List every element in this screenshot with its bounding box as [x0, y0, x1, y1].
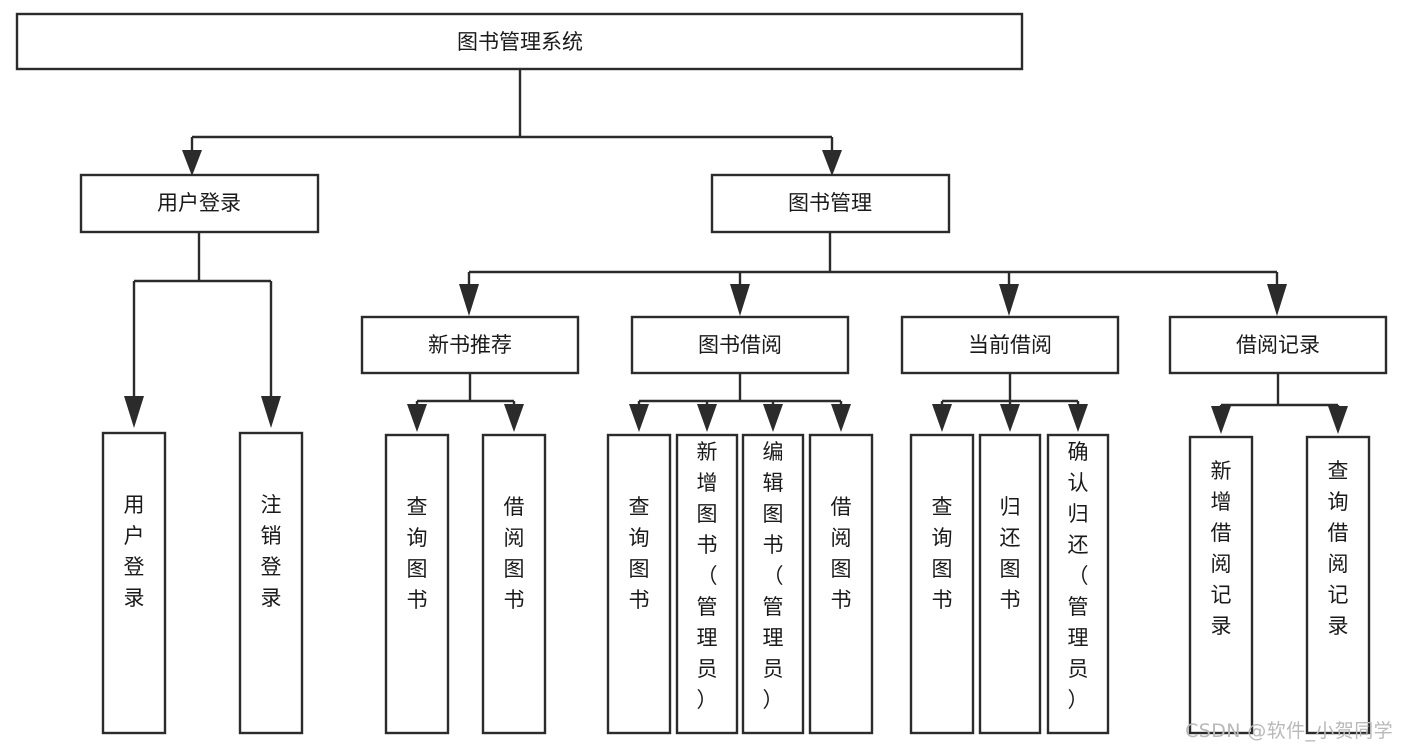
arrow-userlogin-leaf-1 [124, 396, 144, 428]
node-book-manage-label: 图书管理 [788, 191, 872, 215]
arrow-bookborrow-leaf-2 [697, 404, 717, 432]
node-leaf-borrow-book-1-box[interactable] [481, 433, 547, 735]
node-leaf-add-book[interactable]: 新增图书（管理员） [675, 433, 739, 735]
arrow-currentborrow-leaf-1 [932, 404, 952, 432]
arrow-borrowrecord-leaf-2 [1328, 406, 1348, 434]
node-leaf-confirm-return-box[interactable] [1046, 433, 1110, 735]
node-leaf-query-book-1-label: 查询图书 [407, 495, 428, 612]
node-root[interactable]: 图书管理系统 [15, 12, 1024, 71]
node-leaf-add-book-label: 新增图书（管理员） [697, 440, 718, 712]
node-leaf-edit-book[interactable]: 编辑图书（管理员） [741, 433, 805, 735]
arrow-root-to-book-manage [822, 150, 842, 176]
arrow-bookborrow-leaf-1 [629, 404, 649, 432]
node-current-borrow-box[interactable] [900, 315, 1120, 375]
node-user-login[interactable]: 用户登录 [79, 173, 320, 234]
arrow-currentborrow-leaf-2 [1000, 404, 1020, 432]
arrow-bookborrow-leaf-3 [763, 404, 783, 432]
node-new-book-recommend-label: 新书推荐 [428, 333, 512, 357]
node-leaf-add-book-box[interactable] [675, 433, 739, 735]
connector-layer [124, 69, 1348, 434]
arrow-root-to-user-login [182, 150, 202, 176]
node-leaf-borrow-book-2[interactable]: 借阅图书 [808, 433, 874, 735]
arrow-newbook-leaf-2 [504, 404, 524, 432]
node-leaf-add-record-box[interactable] [1188, 435, 1254, 735]
node-leaf-return-book-label: 归还图书 [1000, 495, 1021, 612]
node-root-label: 图书管理系统 [457, 30, 583, 54]
node-leaf-query-book-2-box[interactable] [606, 433, 672, 735]
node-borrow-record-box[interactable] [1168, 315, 1388, 375]
node-leaf-borrow-book-1[interactable]: 借阅图书 [481, 433, 547, 735]
node-current-borrow[interactable]: 当前借阅 [900, 315, 1120, 375]
arrow-bookmanage-child-3 [999, 284, 1019, 316]
node-borrow-record-label: 借阅记录 [1236, 333, 1320, 357]
node-leaf-query-book-2-label: 查询图书 [629, 495, 650, 612]
arrow-newbook-leaf-1 [407, 404, 427, 432]
node-root-box[interactable] [15, 12, 1024, 71]
node-leaf-return-book[interactable]: 归还图书 [978, 433, 1042, 735]
node-book-manage-box[interactable] [710, 173, 951, 234]
node-borrow-record[interactable]: 借阅记录 [1168, 315, 1388, 375]
node-leaf-user-login-label: 用户登录 [124, 493, 145, 610]
node-leaf-edit-book-label: 编辑图书（管理员） [763, 440, 784, 712]
node-leaf-confirm-return-label: 确认归还（管理员） [1068, 440, 1089, 712]
node-leaf-query-record[interactable]: 查询借阅记录 [1305, 435, 1371, 735]
node-leaf-borrow-book-1-label: 借阅图书 [504, 495, 525, 612]
node-user-login-label: 用户登录 [157, 191, 241, 215]
node-leaf-query-book-1[interactable]: 查询图书 [384, 433, 450, 735]
node-leaf-add-record-label: 新增借阅记录 [1211, 459, 1232, 638]
node-book-borrow-box[interactable] [630, 315, 850, 375]
node-leaf-query-book-3-box[interactable] [909, 433, 975, 735]
node-leaf-query-book-3-label: 查询图书 [932, 495, 953, 612]
node-leaf-confirm-return[interactable]: 确认归还（管理员） [1046, 433, 1110, 735]
node-leaf-query-book-3[interactable]: 查询图书 [909, 433, 975, 735]
node-leaf-borrow-book-2-label: 借阅图书 [831, 495, 852, 612]
arrow-bookmanage-child-2 [730, 284, 750, 316]
node-leaf-user-login-box[interactable] [101, 431, 167, 735]
arrow-borrowrecord-leaf-1 [1211, 406, 1231, 434]
arrow-bookmanage-child-4 [1267, 284, 1287, 316]
node-leaf-user-logout-box[interactable] [238, 431, 304, 735]
node-leaf-return-book-box[interactable] [978, 433, 1042, 735]
node-leaf-edit-book-box[interactable] [741, 433, 805, 735]
arrow-currentborrow-leaf-3 [1068, 404, 1088, 432]
node-book-borrow-label: 图书借阅 [698, 333, 782, 357]
node-leaf-user-logout-label: 注销登录 [261, 493, 282, 610]
arrow-userlogin-leaf-2 [261, 396, 281, 428]
node-user-login-box[interactable] [79, 173, 320, 234]
node-book-manage[interactable]: 图书管理 [710, 173, 951, 234]
node-leaf-query-book-2[interactable]: 查询图书 [606, 433, 672, 735]
node-leaf-query-book-1-box[interactable] [384, 433, 450, 735]
node-new-book-recommend-box[interactable] [360, 315, 580, 375]
arrow-bookborrow-leaf-4 [831, 404, 851, 432]
node-leaf-query-record-box[interactable] [1305, 435, 1371, 735]
node-new-book-recommend[interactable]: 新书推荐 [360, 315, 580, 375]
node-current-borrow-label: 当前借阅 [968, 333, 1052, 357]
arrow-bookmanage-child-1 [459, 284, 479, 316]
node-leaf-user-login[interactable]: 用户登录 [101, 431, 167, 735]
node-leaf-add-record[interactable]: 新增借阅记录 [1188, 435, 1254, 735]
node-leaf-user-logout[interactable]: 注销登录 [238, 431, 304, 735]
node-book-borrow[interactable]: 图书借阅 [630, 315, 850, 375]
node-leaf-query-record-label: 查询借阅记录 [1328, 459, 1349, 638]
csdn-watermark: CSDN @软件_小贺同学 [1185, 720, 1393, 742]
node-leaf-borrow-book-2-box[interactable] [808, 433, 874, 735]
